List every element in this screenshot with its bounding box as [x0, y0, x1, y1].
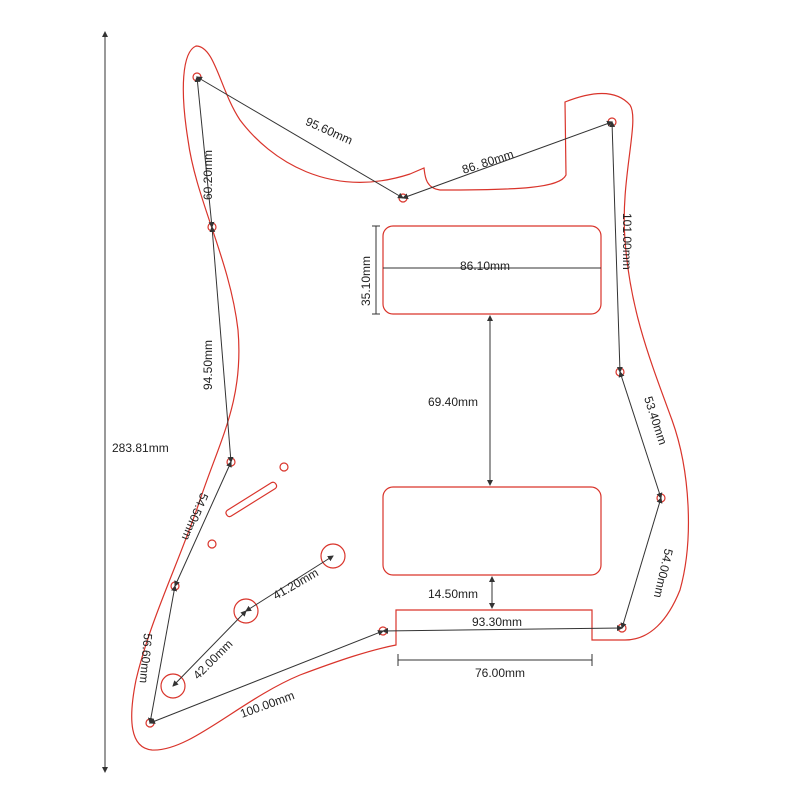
label-notch-to-top-right: 86. 80mm: [460, 147, 515, 177]
label-bottom-holes: 93.30mm: [472, 615, 522, 629]
label-left-middle: 94.50mm: [201, 340, 215, 390]
label-bottom-diagonal: 100.00mm: [238, 688, 296, 721]
label-overall-height: 283.81mm: [112, 441, 169, 455]
bridge-pickup-cutout: [382, 486, 602, 576]
label-bottom-cutout: 76.00mm: [475, 666, 525, 680]
label-right-lower: 54.00mm: [651, 547, 676, 599]
switch-slot: [225, 481, 278, 518]
dimension-lines: [102, 31, 663, 773]
label-bridge-gap: 14.50mm: [428, 587, 478, 601]
label-pickup-spacing: 69.40mm: [428, 395, 478, 409]
small-hole: [207, 539, 217, 549]
label-pot2-to-pot3: 41.20mm: [271, 565, 321, 602]
label-pot1-to-pot2: 42.00mm: [190, 637, 235, 682]
label-left-upper: 60.20mm: [201, 150, 215, 200]
pickguard-outline: [131, 45, 689, 751]
small-hole: [279, 462, 289, 472]
neck-pickup-cutout: [382, 225, 602, 315]
label-neck-pickup-height: 35.10mm: [359, 256, 373, 306]
label-right-upper: 101.00mm: [620, 213, 634, 270]
label-horn-to-notch: 95.60mm: [303, 114, 354, 147]
label-left-bottom: 56.60mm: [137, 633, 155, 684]
label-neck-pickup-width: 86.10mm: [460, 259, 510, 273]
